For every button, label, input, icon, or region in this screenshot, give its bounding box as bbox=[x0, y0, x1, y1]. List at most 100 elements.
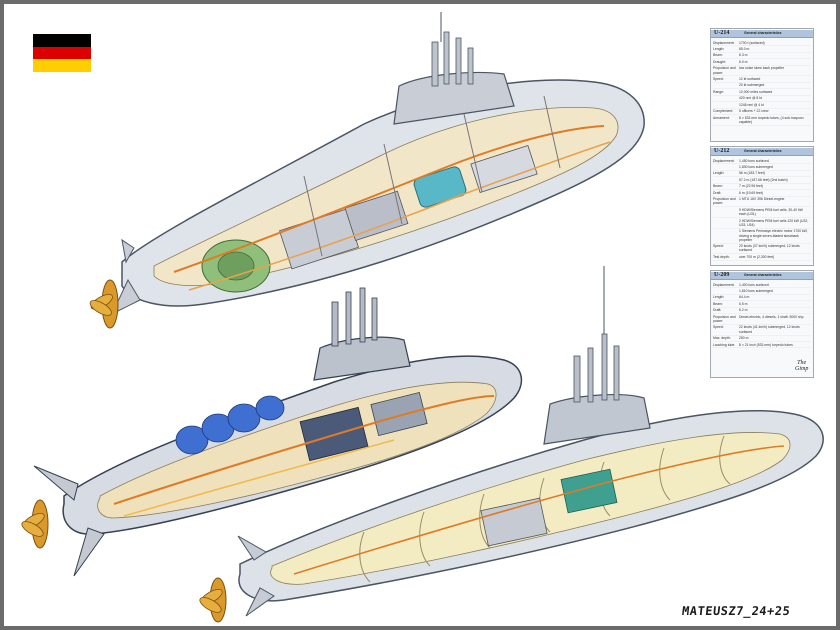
spec-label bbox=[713, 208, 739, 217]
gimp-logo-line1: The bbox=[797, 360, 807, 366]
u212-spec-rows: Displacement: 1,450 tons surfaced 1,830 to… bbox=[713, 158, 811, 261]
spec-label: Displacement: bbox=[713, 158, 735, 163]
spec-label: Draught: bbox=[713, 59, 727, 64]
spec-label: Beam: bbox=[713, 301, 723, 306]
spec-row: Beam: 7 m (22.96 feet) bbox=[713, 184, 811, 191]
spec-value: 1248 nmi @ 4 kt bbox=[739, 102, 764, 107]
u209-title: U-209 bbox=[714, 271, 730, 278]
spec-label: Draft: bbox=[713, 190, 722, 195]
u212-subtitle: General characteristics bbox=[744, 149, 782, 154]
spec-label: Beam: bbox=[713, 184, 723, 189]
spec-value: 1,830 tons submerged bbox=[739, 165, 773, 170]
spec-row: Range: 12,000 miles surfaced bbox=[713, 89, 811, 96]
spec-label: Lauching tube: bbox=[713, 342, 736, 347]
spec-value: 12 kt surfaced bbox=[739, 77, 761, 82]
spec-label: Length: bbox=[713, 171, 725, 176]
spec-value: 7 m (22.96 feet) bbox=[739, 184, 763, 189]
spec-row: 1,830 tons submerged bbox=[713, 164, 811, 171]
u212-title: U-212 bbox=[714, 147, 730, 154]
spec-label: Complement: bbox=[713, 109, 734, 114]
spec-label: Length: bbox=[713, 47, 725, 52]
spec-label: Max. depth: bbox=[713, 336, 731, 341]
spec-row: 1,810 tons submerged bbox=[713, 288, 811, 295]
spec-label bbox=[713, 289, 739, 293]
spec-value: 1,400 tons surfaced bbox=[739, 282, 769, 287]
spec-row: Length: 56 m (183.7 feet) bbox=[713, 171, 811, 178]
spec-label bbox=[713, 165, 739, 169]
spec-row: Displacement: 1,450 tons surfaced bbox=[713, 158, 811, 165]
spec-label: Speed: bbox=[713, 244, 724, 249]
spec-row: Test depth:over 700 m (2,300 feet) bbox=[713, 254, 811, 261]
spec-value: 6 m (19.69 feet) bbox=[739, 190, 763, 195]
spec-label bbox=[713, 103, 739, 107]
spec-value: 20 kt submerged bbox=[739, 83, 765, 88]
spec-label: Test depth: bbox=[713, 254, 730, 259]
spec-value: 8 × 21 inch (533 mm) torpedo tubes bbox=[739, 342, 793, 347]
spec-row: Length: 64.4 m bbox=[713, 295, 811, 302]
spec-value: 22 knots (41 km/h) submerged, 12 knots s… bbox=[739, 325, 800, 334]
u214-spec-panel: U-214 General characteristics Displaceme… bbox=[710, 28, 814, 142]
spec-row: 57.2 m (187.66 feet) (2nd batch) bbox=[713, 177, 811, 184]
spec-value: 9 HDW/Siemens PEM fuel cells, 30-40 kW e… bbox=[739, 207, 803, 217]
u212-cutaway-illustration bbox=[21, 287, 523, 577]
u212-spec-header: U-212 General characteristics bbox=[711, 148, 813, 156]
spec-value: 2 HDW/Siemens PEM fuel cells 120 kW (U32… bbox=[739, 218, 809, 227]
spec-row: Draft: 6 m (19.69 feet) bbox=[713, 190, 811, 197]
spec-label: Propulsion and power: bbox=[713, 66, 736, 75]
spec-value: 56 m (183.7 feet) bbox=[739, 171, 765, 176]
spec-value: 6.2 m bbox=[739, 308, 748, 313]
spec-row: Displacement: 1700 t (surfaced) bbox=[713, 40, 811, 47]
u214-subtitle: General characteristics bbox=[744, 31, 782, 36]
spec-row: Armament:8 × 533 mm torpedo tubes, (4 su… bbox=[713, 115, 811, 126]
spec-value: 64.4 m bbox=[739, 295, 750, 300]
german-flag-icon bbox=[33, 34, 91, 73]
spec-row: Speed: 20 knots (37 km/h) submerged, 12 k… bbox=[713, 244, 811, 255]
spec-row: Propulsion and power:low noise skew back… bbox=[713, 66, 811, 77]
gimp-logo-line2: Gimp bbox=[795, 366, 809, 372]
spec-row: Draught: 6.0 m bbox=[713, 59, 811, 66]
spec-row: Speed:22 knots (41 km/h) submerged, 12 k… bbox=[713, 325, 811, 336]
spec-row: Beam: 6.3 m bbox=[713, 53, 811, 60]
u209-spec-panel: U-209 General characteristics Displaceme… bbox=[710, 270, 814, 378]
author-signature: MATEUSZ7_24+25 bbox=[681, 604, 791, 618]
spec-value: 65.0 m bbox=[739, 47, 750, 52]
spec-row: Length: 65.0 m bbox=[713, 46, 811, 53]
spec-label: Propulsion and power: bbox=[713, 314, 736, 324]
spec-row: Speed: 12 kt surfaced bbox=[713, 76, 811, 83]
u209-cutaway-illustration bbox=[199, 266, 824, 623]
u214-spec-header: U-214 General characteristics bbox=[711, 30, 813, 38]
spec-row: Max. depth:250 m bbox=[713, 336, 811, 342]
spec-label: Propulsion and power: bbox=[713, 197, 736, 206]
spec-row: Draft:6.2 m bbox=[713, 308, 811, 315]
spec-value: low noise skew back propeller bbox=[739, 66, 785, 71]
spec-label: Beam: bbox=[713, 53, 723, 58]
spec-value: 1,450 tons surfaced bbox=[739, 158, 769, 163]
spec-value: 6.5 m bbox=[739, 301, 748, 306]
spec-label: Speed: bbox=[713, 77, 724, 82]
spec-label: Range: bbox=[713, 89, 724, 94]
spec-value: 1 Siemens Permasyn electric motor 1700 k… bbox=[739, 229, 808, 242]
u214-title: U-214 bbox=[714, 29, 730, 36]
spec-label: Length: bbox=[713, 295, 725, 300]
flag-band-red bbox=[33, 46, 91, 60]
spec-value: 1700 t (surfaced) bbox=[739, 40, 765, 45]
spec-label bbox=[713, 219, 739, 228]
flag-band-black bbox=[33, 34, 91, 47]
spec-row: 2 HDW/Siemens PEM fuel cells 120 kW (U32… bbox=[713, 218, 811, 229]
u214-cutaway-illustration bbox=[89, 12, 645, 329]
spec-label: Displacement: bbox=[713, 282, 735, 287]
spec-value: 20 knots (37 km/h) submerged, 12 knots s… bbox=[739, 244, 800, 253]
spec-value: 5 officers + 22 crew bbox=[739, 109, 769, 114]
gimp-logo: The Gimp bbox=[795, 360, 808, 372]
flag-band-gold bbox=[33, 59, 91, 73]
spec-label: Armament: bbox=[713, 115, 730, 120]
spec-value: 1 MTU 16V 396 Diesel-engine bbox=[739, 197, 785, 202]
spec-label: Displacement: bbox=[713, 40, 735, 45]
spec-value: 1,810 tons submerged bbox=[739, 289, 773, 294]
spec-value: Diesel-electric, 4 diesels, 1 shaft. 500… bbox=[739, 314, 804, 319]
spec-value: 12,000 miles surfaced bbox=[739, 89, 773, 94]
spec-row: Displacement: 1,400 tons surfaced bbox=[713, 282, 811, 289]
spec-value: 6.0 m bbox=[739, 59, 748, 64]
spec-value: 6.3 m bbox=[739, 53, 748, 58]
